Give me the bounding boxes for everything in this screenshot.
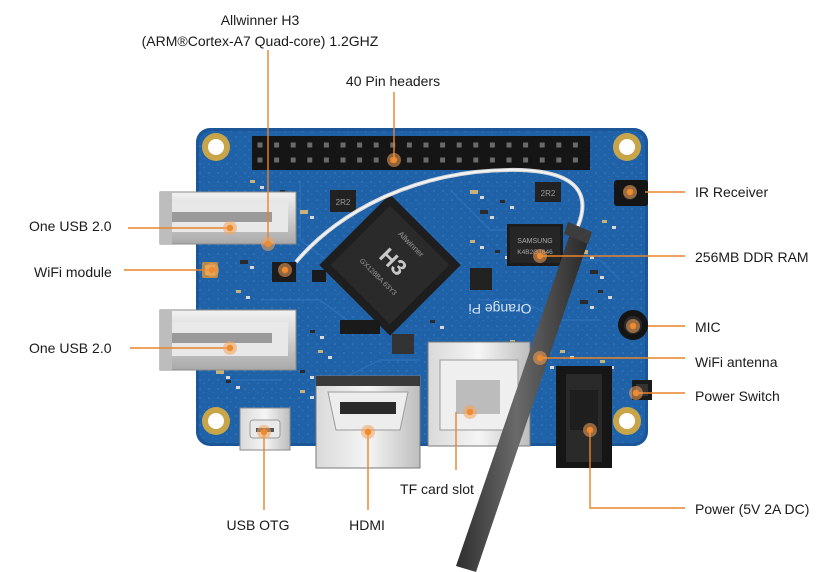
tf-card-label: TF card slot (400, 481, 474, 497)
board-name-text: Orange Pi (468, 301, 531, 317)
mounting-holes (202, 133, 641, 435)
pin-header (252, 136, 590, 170)
tf-card-port (427, 341, 531, 447)
ir-receiver-label: IR Receiver (695, 184, 769, 200)
pin-headers-label: 40 Pin headers (345, 73, 441, 89)
cpu-label-line2: (ARM®Cortex-A7 Quad-core) 1.2GHZ (141, 33, 379, 49)
mic-label: MIC (695, 319, 721, 335)
wifi-antenna-label: WiFi antenna (695, 354, 778, 370)
usb-port-top (159, 191, 297, 245)
ram-brand-text: SAMSUNG (517, 238, 552, 245)
usb-otg-label: USB OTG (226, 517, 290, 533)
callout-dots (205, 153, 643, 439)
power-jack (556, 366, 612, 468)
usb-top-label: One USB 2.0 (29, 218, 112, 234)
callout-lines (124, 50, 685, 510)
usb-port-bottom (159, 309, 297, 371)
cpu-label-line1: Allwinner H3 (220, 12, 300, 28)
ddr-ram-label: 256MB DDR RAM (695, 249, 809, 265)
aux-chips: 2R2 2R2 (312, 182, 561, 354)
aux-chip-label: 2R2 (336, 198, 351, 207)
hdmi-label: HDMI (349, 517, 385, 533)
power-switch-label: Power Switch (695, 388, 780, 404)
wifi-module-label: WiFi module (34, 264, 112, 280)
usb-bottom-label: One USB 2.0 (29, 340, 112, 356)
wifi-antenna-rod (456, 222, 592, 572)
power-label: Power (5V 2A DC) (695, 501, 810, 517)
reg-chip-label: 2R2 (541, 189, 556, 198)
